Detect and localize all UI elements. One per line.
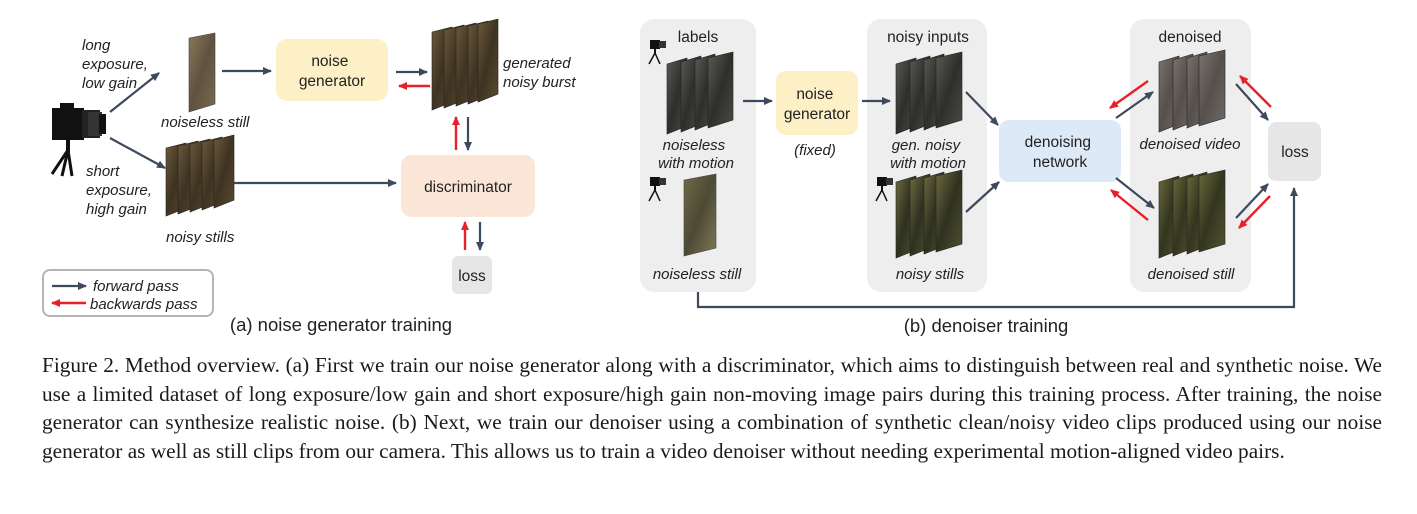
loss-box-b [1268,122,1321,181]
camera-icon [875,177,893,202]
panel-b: labels noisy inputs denoised [640,19,1321,336]
arrow-network-to-denoised-still [1115,177,1155,209]
arrow-loss-to-denoised-video-backward [1239,75,1272,108]
noisy-stills-label: noisy stills [166,229,235,246]
figure-caption: Figure 2. Method overview. (a) First we … [42,353,1382,463]
arrow-noisy-motion-to-network [965,91,999,126]
denoised-still-stack [1158,169,1226,259]
noise-generator-box [276,39,388,101]
camera-icon [648,177,666,202]
generated-noisy-burst-label: generated noisy burst [503,55,576,91]
panel-a: long exposure, low gain short exposure, … [42,18,576,335]
loss-box-a [452,256,492,294]
denoised-title: denoised [1159,29,1222,46]
discriminator-box [401,155,535,217]
short-exposure-label: short exposure, high gain [86,163,156,218]
noiseless-still-label-b: noiseless still [653,266,742,283]
noiseless-still-image [188,32,216,113]
noisy-stills-label-b: noisy stills [896,266,965,283]
denoising-network-box [999,120,1121,182]
legend: forward pass backwards pass [42,269,214,317]
camera-icon [648,40,666,65]
panel-b-caption: (b) denoiser training [904,315,1069,336]
arrow-denoised-still-to-loss [1235,183,1269,219]
noisy-inputs-title: noisy inputs [887,29,969,46]
noiseless-with-motion-label: noiseless with motion [658,137,734,172]
noiseless-with-motion-stack [666,51,734,135]
noiseless-still-label: noiseless still [161,114,250,131]
arrow-denoised-video-to-network-backward [1109,80,1149,109]
generated-noisy-burst-stack [431,18,499,111]
camera-icon [50,103,106,177]
denoised-video-stack [1158,49,1226,133]
noise-generator-label: noise generator [299,53,365,90]
panel-a-caption: (a) noise generator training [230,314,452,335]
fixed-label: (fixed) [794,142,836,159]
legend-backward-label: backwards pass [90,296,198,313]
arrow-noisy-stills-to-network [965,181,1000,213]
denoised-still-label: denoised still [1148,266,1235,283]
loss-label-b: loss [1281,144,1309,161]
arrow-camera-to-noisy [109,137,166,169]
denoised-video-label: denoised video [1140,136,1241,153]
noisy-stills-stack [165,134,235,217]
noise-generator-label-b: noise generator [784,86,850,123]
denoising-network-label: denoising network [1025,134,1096,171]
legend-forward-label: forward pass [93,278,179,295]
arrow-network-to-denoised-video [1115,91,1154,119]
arrow-loss-to-denoised-still-backward [1238,195,1271,229]
discriminator-label: discriminator [424,179,512,196]
gen-noisy-with-motion-label: gen. noisy with motion [890,137,966,172]
arrow-labels-to-loss [696,187,1298,309]
loss-label-a: loss [458,268,486,285]
labels-title: labels [678,29,719,46]
arrow-denoised-video-to-loss [1235,83,1269,121]
noisy-stills-stack-b [895,169,963,259]
arrow-denoised-still-to-network-backward [1110,189,1149,221]
noiseless-still-image-b [683,173,717,257]
long-exposure-label: long exposure, low gain [82,37,152,92]
gen-noisy-with-motion-stack [895,51,963,135]
noise-generator-box-fixed [776,71,858,135]
method-overview-figure: long exposure, low gain short exposure, … [42,18,1321,336]
arrow-camera-to-still [109,72,160,113]
